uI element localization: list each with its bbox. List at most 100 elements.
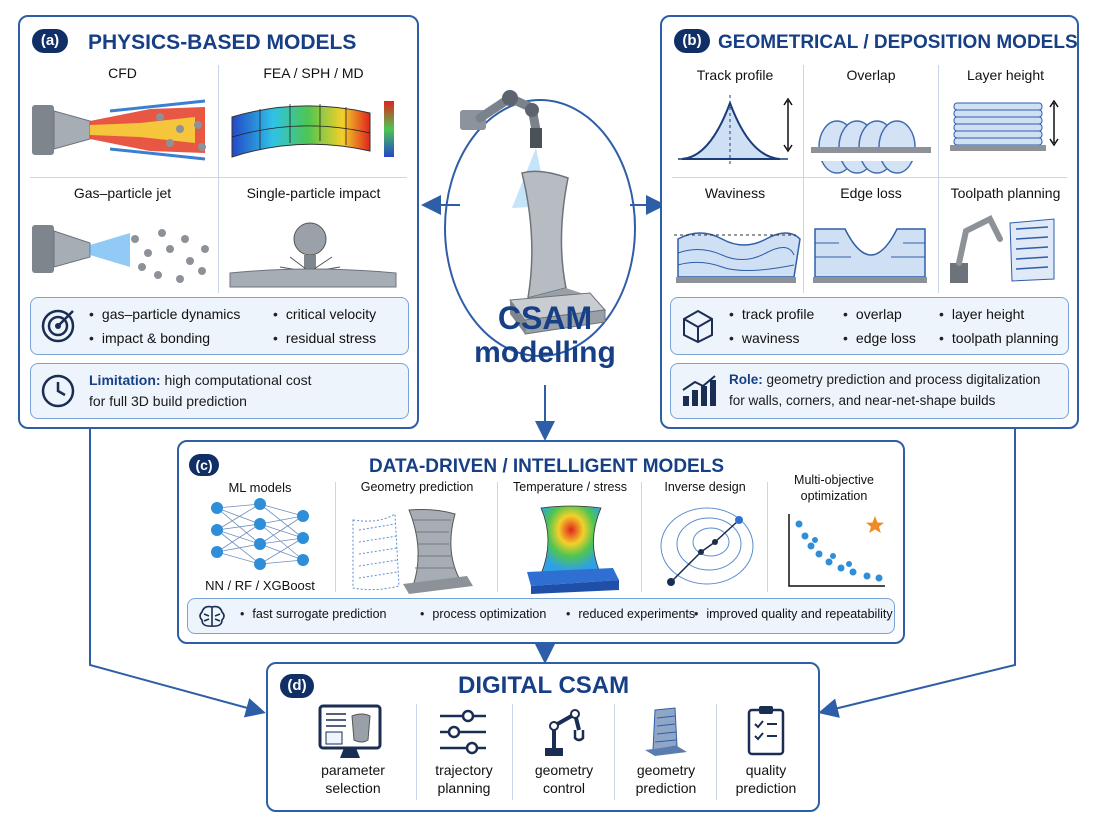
temperature-stress-icon (527, 505, 619, 594)
limitation-line-1: Limitation: high computational cost (89, 372, 312, 388)
cell-toolpath-planning-label: Toolpath planning (950, 185, 1061, 201)
checklist-icon (747, 706, 785, 756)
limitation-label: Limitation: (89, 372, 161, 388)
panel-b-badge: (b) (674, 29, 710, 53)
geometry-control-line-2: control (542, 780, 586, 796)
panel-a-outputs-box: gas–particle dynamics critical velocity … (30, 297, 409, 355)
inverse-design-icon (660, 507, 754, 586)
particle-impact-icon (229, 222, 397, 288)
panel-d-badge: (d) (280, 674, 314, 698)
panel-b-outputs-box: track profile overlap layer height wavin… (670, 297, 1069, 355)
geometry-control-line-1: geometry (534, 762, 594, 778)
robot-arm-icon (545, 709, 585, 756)
cell-track-profile: Track profile (670, 65, 800, 175)
panel-b-bullet-4: waviness (729, 330, 800, 346)
cell-edge-loss: Edge loss (805, 181, 937, 293)
panel-c-vsep-4 (767, 482, 768, 592)
panel-b-bullet-5: edge loss (843, 330, 916, 346)
panel-c-title: DATA-DRIVEN / INTELLIGENT MODELS (369, 456, 725, 477)
trajectory-planning-line-1: trajectory (435, 762, 493, 778)
panel-c-vsep-2 (497, 482, 498, 592)
ml-models-sublabel: NN / RF / XGBoost (205, 578, 315, 593)
fea-mesh-icon (231, 101, 394, 158)
limitation-text-2: for full 3D build prediction (89, 393, 247, 409)
cell-temperature-stress: Temperature / stress (501, 478, 639, 596)
digital-item-trajectory-planning: trajectory planning (418, 704, 510, 804)
parameter-selection-line-2: selection (325, 780, 381, 796)
center-subtitle: modelling (474, 336, 616, 369)
panel-c-vsep-1 (335, 482, 336, 592)
panel-a-vsep (218, 65, 219, 293)
cell-inverse-design-label: Inverse design (664, 480, 746, 494)
arrow-a-to-d (89, 428, 266, 718)
brain-icon (199, 605, 225, 627)
cell-temperature-stress-label: Temperature / stress (513, 480, 627, 494)
arrow-b-to-d (818, 428, 1016, 718)
panel-c-bullet-3: reduced experiments (566, 607, 695, 621)
part-icon (645, 707, 687, 756)
cell-track-profile-label: Track profile (696, 67, 774, 83)
geometry-prediction-icon (352, 509, 473, 594)
panel-physics-based-models: (a) PHYSICS-BASED MODELS CFD FEA / SPH /… (18, 15, 419, 429)
role-text-2: for walls, corners, and near-net-shape b… (729, 393, 996, 408)
cell-layer-height: Layer height (942, 65, 1069, 175)
panel-d-vsep-1 (416, 704, 417, 800)
panel-a-bullet-1: gas–particle dynamics (89, 306, 241, 322)
digital-item-geometry-control: geometry control (516, 704, 612, 804)
cell-single-particle-impact: Single-particle impact (220, 181, 407, 293)
gas-particle-jet-icon (32, 225, 209, 283)
role-label: Role: (729, 372, 763, 387)
waviness-icon (674, 232, 801, 283)
cell-fea-label: FEA / SPH / MD (263, 65, 364, 81)
panel-a-bullet-4: residual stress (273, 330, 376, 346)
panel-c-bullet-2: process optimization (420, 607, 546, 621)
panel-a-bullet-2: critical velocity (273, 306, 376, 322)
growth-chart-icon (682, 375, 716, 406)
digital-item-geometry-prediction: geometry prediction (618, 704, 714, 804)
panel-d-title: DIGITAL CSAM (458, 672, 630, 699)
robot-arm-icon (460, 90, 542, 148)
parameter-selection-line-1: parameter (321, 762, 385, 778)
panel-a-title: PHYSICS-BASED MODELS (88, 31, 357, 54)
cell-overlap-label: Overlap (846, 67, 896, 83)
cell-edge-loss-label: Edge loss (840, 185, 902, 201)
role-line-1: Role: geometry prediction and process di… (729, 372, 1040, 387)
cell-multi-objective-optimization: Multi-objective optimization (771, 472, 897, 596)
cell-gas-particle-jet-label: Gas–particle jet (73, 185, 172, 201)
optimum-star-icon (866, 516, 884, 533)
panel-a-badge: (a) (32, 29, 68, 53)
panel-b-role-box: Role: geometry prediction and process di… (670, 363, 1069, 419)
cell-geometry-prediction: Geometry prediction (339, 478, 495, 596)
panel-geometrical-deposition-models: (b) GEOMETRICAL / DEPOSITION MODELS Trac… (660, 15, 1079, 429)
panel-data-driven-models: (c) DATA-DRIVEN / INTELLIGENT MODELS ML … (177, 440, 905, 644)
panel-b-bullet-1: track profile (729, 306, 814, 322)
quality-prediction-line-2: prediction (735, 780, 797, 796)
cell-toolpath-planning: Toolpath planning (942, 181, 1069, 293)
panel-b-vsep-1 (803, 65, 804, 293)
cell-cfd-label: CFD (108, 65, 137, 81)
trajectory-planning-line-2: planning (437, 780, 491, 796)
panel-a-limitation-box: Limitation: high computational cost for … (30, 363, 409, 419)
quality-prediction-line-1: quality (745, 762, 787, 778)
panel-c-bullet-1: fast surrogate prediction (240, 607, 386, 621)
panel-c-bullet-4: improved quality and repeatability (694, 607, 892, 621)
panel-c-badge: (c) (189, 454, 219, 476)
center-title: CSAM (497, 300, 593, 336)
cell-gas-particle-jet: Gas–particle jet (30, 181, 215, 293)
sliders-icon (440, 709, 486, 755)
geometry-prediction-line-1: geometry (636, 762, 696, 778)
part-icon (509, 170, 607, 335)
panel-d-vsep-4 (716, 704, 717, 800)
cell-waviness: Waviness (670, 181, 801, 293)
panel-b-title: GEOMETRICAL / DEPOSITION MODELS (718, 32, 1078, 53)
panel-d-vsep-2 (512, 704, 513, 800)
monitor-icon (318, 704, 382, 758)
toolpath-robot-icon (950, 214, 1055, 283)
neural-network-icon (211, 498, 309, 570)
cell-ml-models-label: ML models (228, 480, 292, 495)
limitation-text-1: high computational cost (164, 372, 312, 388)
panel-a-hsep (30, 177, 407, 178)
panel-b-bullet-3: layer height (939, 306, 1024, 322)
panel-c-benefits-box: fast surrogate prediction process optimi… (187, 598, 895, 634)
csam-ellipse (444, 90, 636, 357)
